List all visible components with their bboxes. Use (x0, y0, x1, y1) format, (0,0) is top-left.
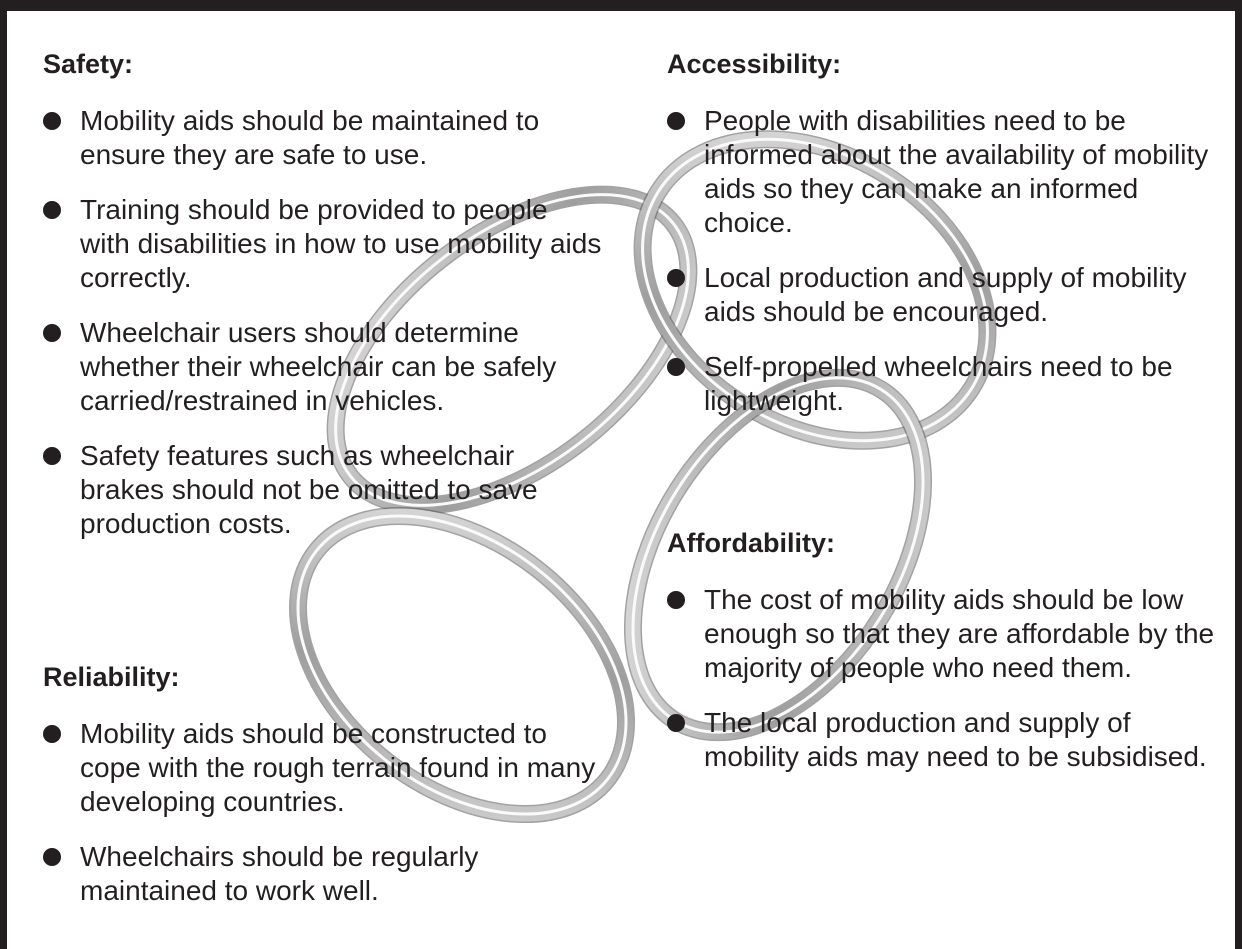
list-item-text: Wheelchairs should be regularly maintain… (80, 841, 479, 906)
list-item-text: The local production and supply of mobil… (704, 707, 1207, 772)
list-item: Safety features such as wheelchair brake… (43, 439, 603, 541)
bullet-icon (667, 591, 685, 609)
bullet-icon (43, 725, 61, 743)
list-item: Self-propelled wheelchairs need to be li… (667, 350, 1227, 418)
list-item-text: People with disabilities need to be info… (704, 105, 1209, 238)
list-item-text: Safety features such as wheelchair brake… (80, 440, 538, 539)
reliability-heading: Reliability: (43, 662, 180, 692)
list-item-text: Mobility aids should be constructed to c… (80, 718, 596, 817)
accessibility-list: People with disabilities need to be info… (667, 104, 1227, 418)
accessibility-heading: Accessibility: (667, 49, 842, 79)
bullet-icon (667, 358, 685, 376)
bullet-icon (43, 324, 61, 342)
reliability-section: Reliability: Mobility aids should be con… (43, 661, 603, 929)
list-item-text: The cost of mobility aids should be low … (704, 584, 1215, 683)
list-item: People with disabilities need to be info… (667, 104, 1227, 240)
bullet-icon (43, 447, 61, 465)
bullet-icon (667, 269, 685, 287)
list-item-text: Local production and supply of mobility … (704, 262, 1187, 327)
bullet-icon (667, 112, 685, 130)
list-item-text: Mobility aids should be maintained to en… (80, 105, 540, 170)
safety-heading: Safety: (43, 49, 134, 79)
list-item: Wheelchairs should be regularly maintain… (43, 840, 603, 908)
safety-list: Mobility aids should be maintained to en… (43, 104, 603, 541)
list-item: The cost of mobility aids should be low … (667, 583, 1227, 685)
affordability-list: The cost of mobility aids should be low … (667, 583, 1227, 774)
reliability-list: Mobility aids should be constructed to c… (43, 717, 603, 908)
affordability-section: Affordability: The cost of mobility aids… (667, 527, 1227, 795)
list-item: Training should be provided to people wi… (43, 193, 603, 295)
list-item: Local production and supply of mobility … (667, 261, 1227, 329)
bullet-icon (43, 112, 61, 130)
list-item-text: Training should be provided to people wi… (80, 194, 602, 293)
bullet-icon (667, 714, 685, 732)
accessibility-section: Accessibility: People with disabilities … (667, 48, 1227, 439)
bullet-icon (43, 848, 61, 866)
list-item: Mobility aids should be constructed to c… (43, 717, 603, 819)
list-item-text: Self-propelled wheelchairs need to be li… (704, 351, 1173, 416)
bullet-icon (43, 201, 61, 219)
affordability-heading: Affordability: (667, 528, 835, 558)
list-item: The local production and supply of mobil… (667, 706, 1227, 774)
list-item: Wheelchair users should determine whethe… (43, 316, 603, 418)
safety-section: Safety: Mobility aids should be maintain… (43, 48, 603, 562)
list-item: Mobility aids should be maintained to en… (43, 104, 603, 172)
list-item-text: Wheelchair users should determine whethe… (80, 317, 557, 416)
